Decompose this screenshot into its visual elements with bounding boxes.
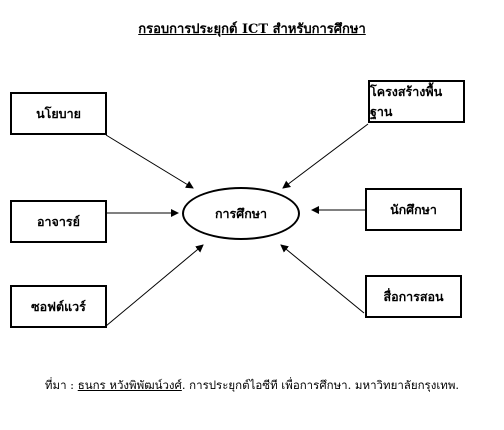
box-policy: นโยบาย: [10, 92, 107, 135]
center-ellipse: การศึกษา: [182, 187, 300, 240]
source-citation: ที่มา : ธนกร หวังพิพัฒน์วงศ์. การประยุกต…: [0, 377, 504, 395]
box-infrastructure-label: โครงสร้างพื้นฐาน: [370, 83, 443, 119]
box-student: นักศึกษา: [365, 188, 462, 231]
box-media-label: สื่อการสอน: [383, 288, 444, 304]
box-software-label: ซอฟต์แวร์: [31, 298, 86, 314]
box-student-label: นักศึกษา: [390, 201, 437, 217]
source-prefix: ที่มา: [44, 378, 67, 392]
box-infrastructure: โครงสร้างพื้นฐาน: [368, 80, 465, 123]
box-software: ซอฟต์แวร์: [10, 285, 107, 328]
box-policy-label: นโยบาย: [36, 105, 81, 121]
diagram-title: กรอบการประยุกต์ ICT สำหรับการศึกษา: [138, 22, 366, 37]
box-teacher-label: อาจารย์: [37, 213, 80, 229]
arrow-software: [105, 244, 204, 327]
source-author: ธนกร หวังพิพัฒน์วงศ์: [77, 378, 182, 392]
box-media: สื่อการสอน: [365, 275, 462, 318]
arrow-media: [280, 244, 365, 314]
source-text: . การประยุกต์ไอซีที เพื่อการศึกษา. มหาวิ…: [181, 378, 460, 392]
center-label: การศึกษา: [214, 205, 268, 221]
arrow-infrastructure: [282, 123, 369, 189]
source-separator: :: [66, 378, 78, 392]
arrow-policy: [105, 134, 194, 189]
box-teacher: อาจารย์: [10, 200, 107, 243]
